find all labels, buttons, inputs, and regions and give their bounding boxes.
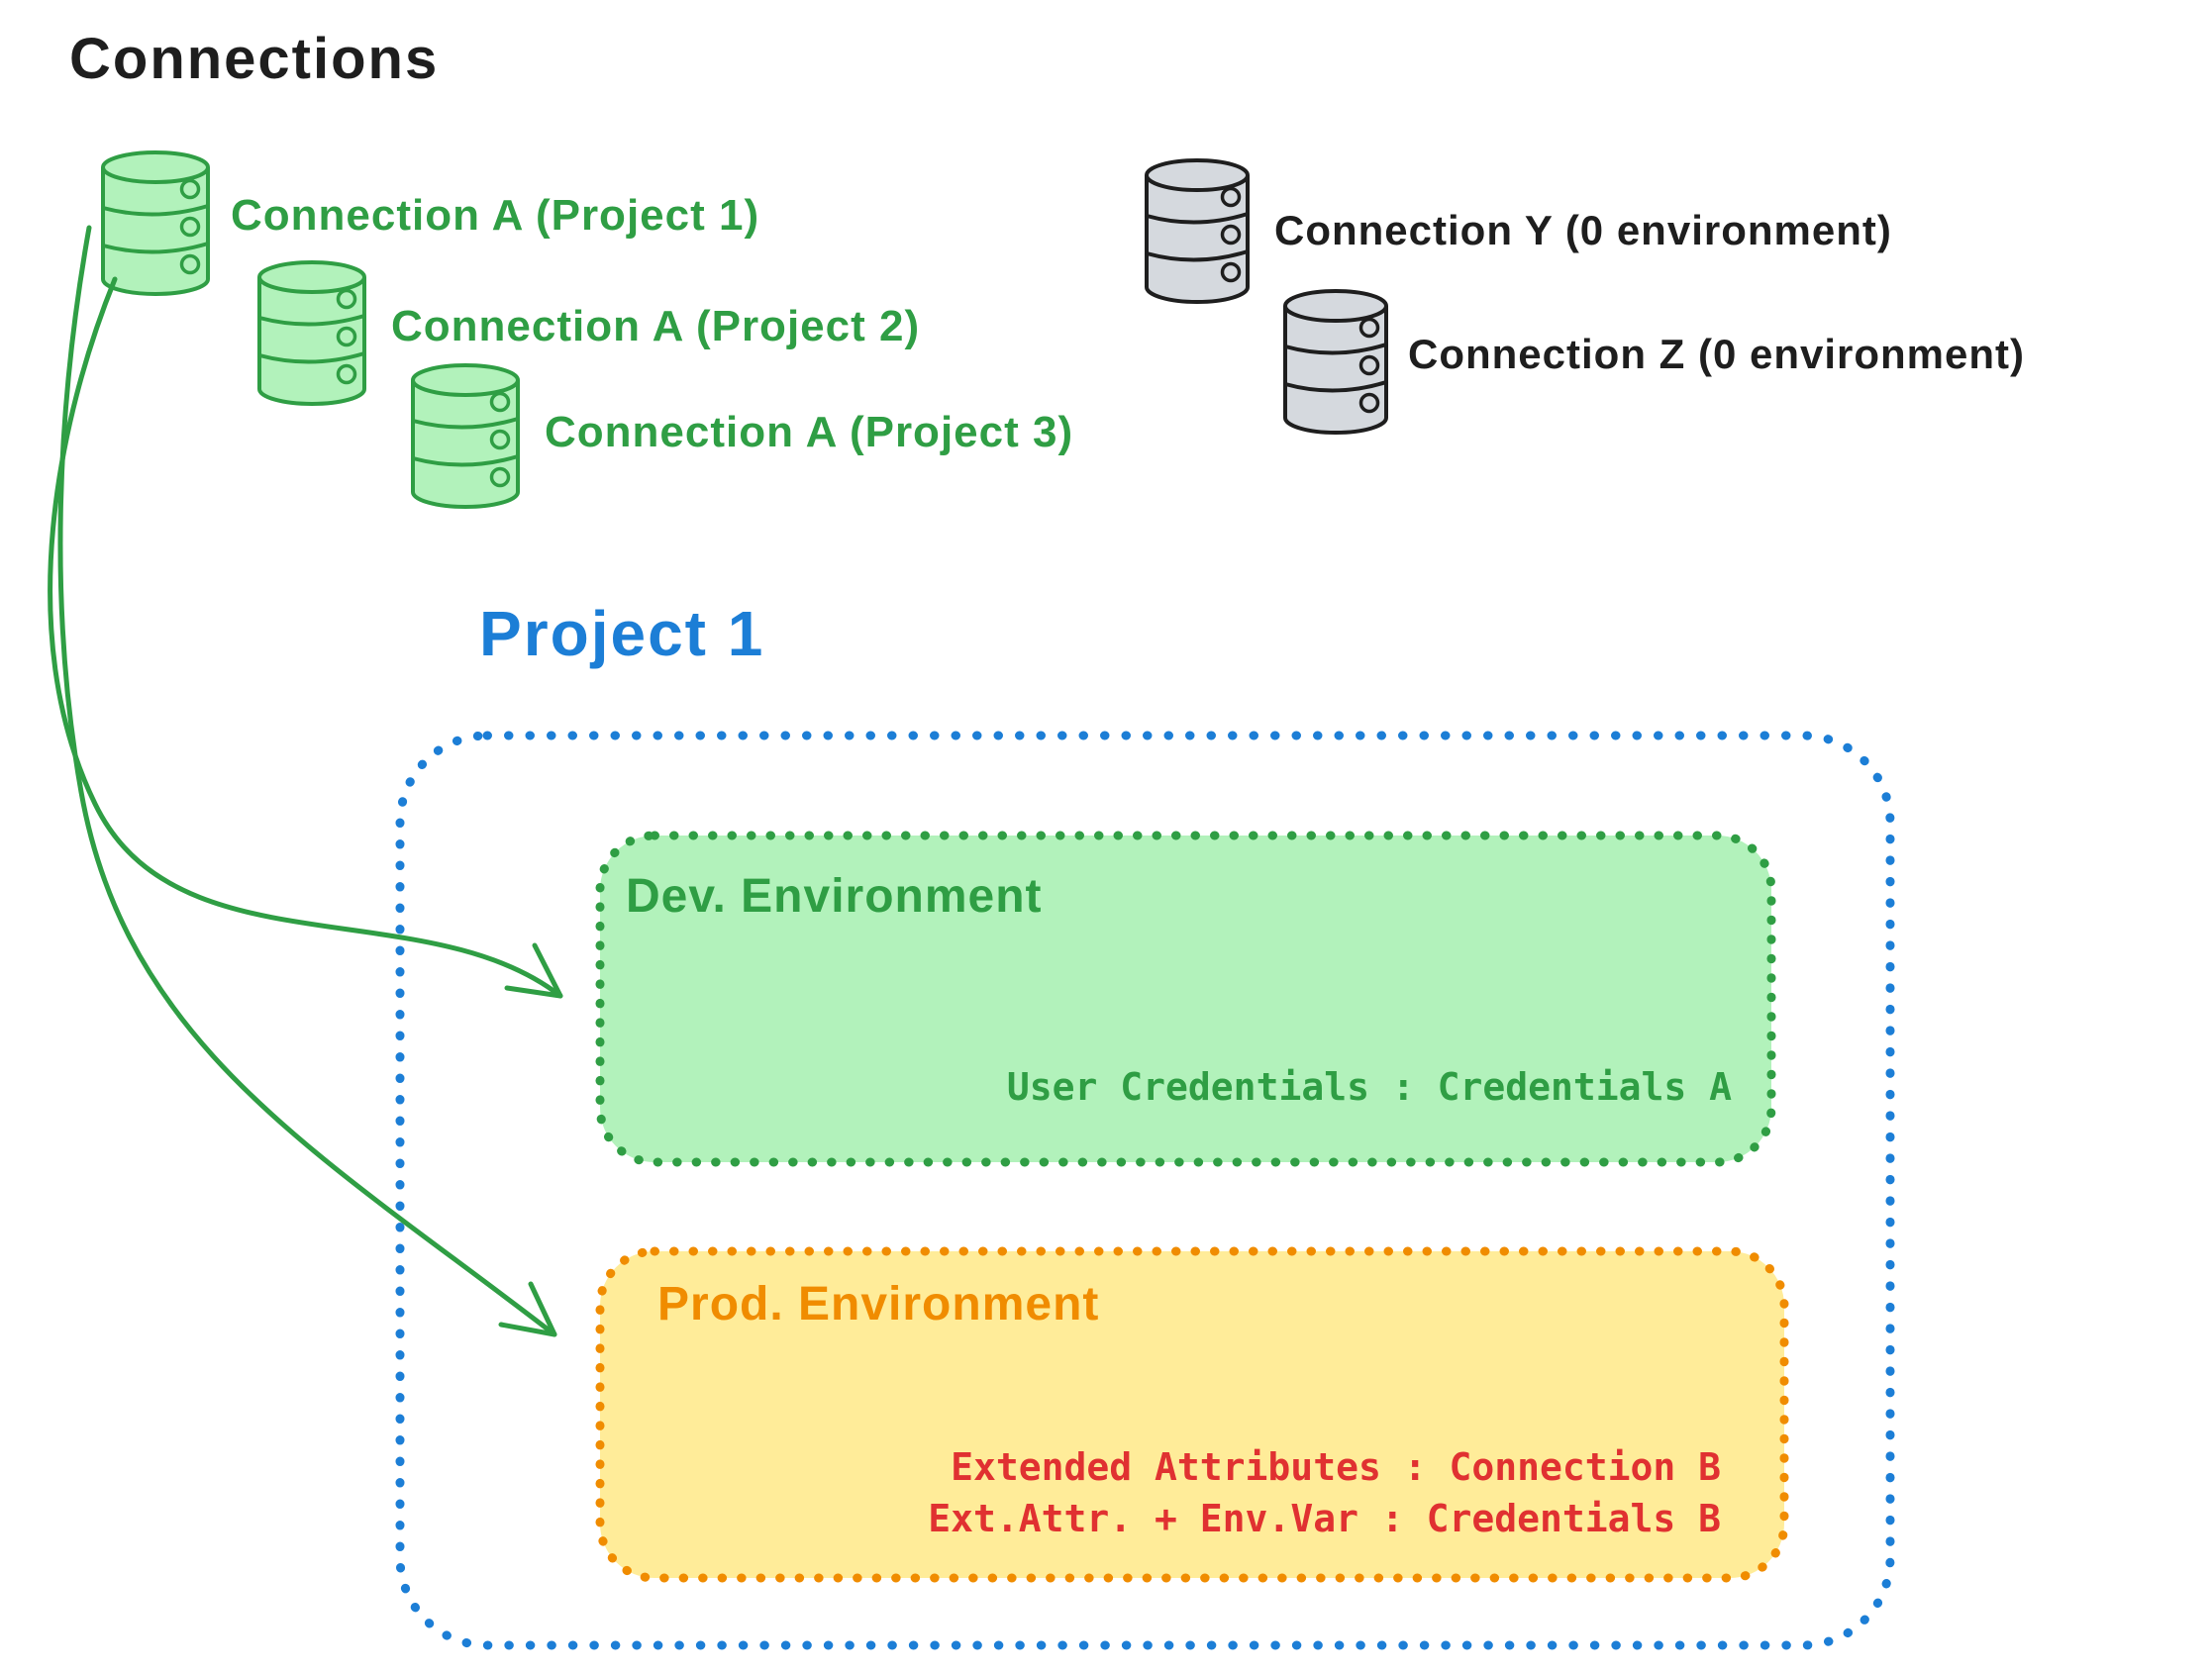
connection-a-project3-label: Connection A (Project 3): [545, 408, 1074, 456]
project-1-container-box: [395, 731, 1895, 1650]
database-icon-connection-z: [1283, 289, 1388, 435]
prod-mapping-ext-attr-env-var: Ext.Attr. + Env.Var : Credentials B: [928, 1497, 1721, 1540]
database-icon-connection-a-project3: [411, 363, 520, 509]
prod-mappings: Extended Attributes : Connection B Ext.A…: [594, 1441, 1790, 1544]
database-icon-connection-a-project1: [101, 150, 210, 296]
connection-y-label: Connection Y (0 environment): [1274, 207, 1892, 253]
connections-title: Connections: [69, 27, 440, 91]
dev-environment-title: Dev. Environment: [626, 870, 1043, 923]
prod-environment-box: [595, 1246, 1789, 1583]
dev-credential-mapping: User Credentials : Credentials A: [1006, 1065, 1732, 1109]
prod-mapping-extended-attributes: Extended Attributes : Connection B: [951, 1445, 1721, 1489]
connection-a-project2-label: Connection A (Project 2): [391, 302, 921, 350]
project-1-title: Project 1: [479, 598, 765, 669]
dev-environment-box: [595, 831, 1776, 1167]
database-icon-connection-a-project2: [257, 260, 366, 406]
prod-environment-title: Prod. Environment: [657, 1278, 1100, 1330]
database-icon-connection-y: [1145, 158, 1250, 304]
connection-a-project1-label: Connection A (Project 1): [231, 191, 760, 240]
connection-z-label: Connection Z (0 environment): [1408, 331, 2026, 377]
